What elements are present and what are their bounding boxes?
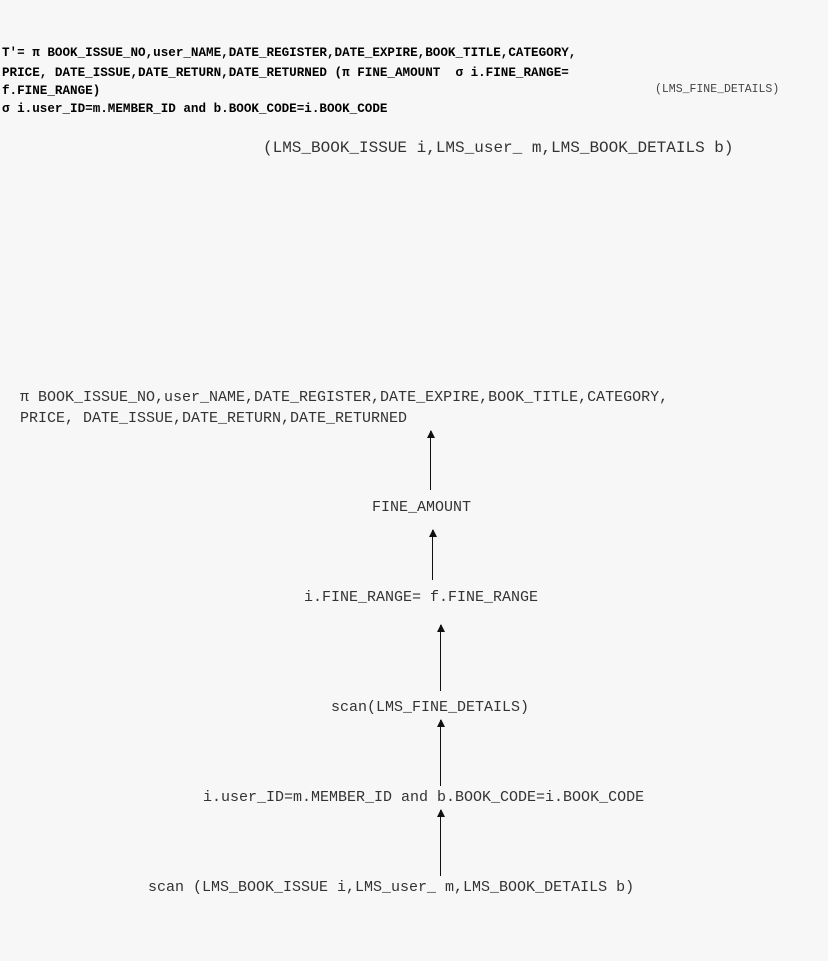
tree-fine-amount: FINE_AMOUNT [372,499,472,516]
tree-projection-line-1: π BOOK_ISSUE_NO,user_NAME,DATE_REGISTER,… [20,389,669,406]
arrow-up-to-projection [425,430,436,490]
expression-fine-details-subscript: (LMS_FINE_DETAILS) [655,83,780,96]
expression-line-2: PRICE, DATE_ISSUE,DATE_RETURN,DATE_RETUR… [2,66,569,80]
tree-scan-fine-details: scan(LMS_FINE_DETAILS) [331,699,530,716]
tree-join-condition: i.user_ID=m.MEMBER_ID and b.BOOK_CODE=i.… [203,789,645,806]
expression-line-1: T'= π BOOK_ISSUE_NO,user_NAME,DATE_REGIS… [2,46,577,60]
expression-relations: (LMS_BOOK_ISSUE i,LMS_user_ m,LMS_BOOK_D… [263,139,734,157]
expression-line-3: f.FINE_RANGE) [2,84,101,98]
expression-line-4: σ i.user_ID=m.MEMBER_ID and b.BOOK_CODE=… [2,102,388,116]
tree-projection-line-2: PRICE, DATE_ISSUE,DATE_RETURN,DATE_RETUR… [20,410,408,427]
arrow-up-to-join-condition [435,809,446,876]
arrow-up-to-fine-range [435,624,446,691]
tree-scan-relations: scan (LMS_BOOK_ISSUE i,LMS_user_ m,LMS_B… [148,879,635,896]
tree-fine-range-condition: i.FINE_RANGE= f.FINE_RANGE [304,589,539,606]
arrow-up-to-scan-fine [435,719,446,786]
arrow-up-to-fine-amount [427,529,438,580]
